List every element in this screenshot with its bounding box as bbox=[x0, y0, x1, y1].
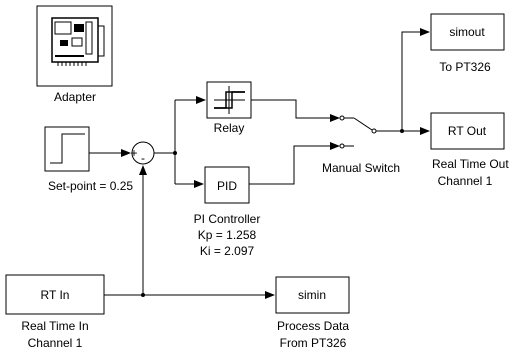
rt-in-label-line-2: Channel 1 bbox=[28, 336, 83, 350]
rt-out-label-line-1: Real Time Out bbox=[432, 157, 509, 171]
rt-out-label-line-2: Channel 1 bbox=[438, 174, 493, 188]
simin-block[interactable]: simin bbox=[275, 276, 350, 314]
pid-block[interactable]: PID bbox=[204, 166, 250, 204]
manual-switch-label: Manual Switch bbox=[322, 161, 400, 175]
sum-block[interactable]: + - bbox=[130, 141, 155, 165]
step-icon bbox=[50, 133, 85, 164]
relay-hysteresis-icon bbox=[214, 86, 245, 114]
rt-in-label-line-1: Real Time In bbox=[21, 319, 88, 333]
pid-label-line-2: Kp = 1.258 bbox=[198, 228, 257, 242]
rt-in-block-text: RT In bbox=[41, 288, 70, 302]
pid-label-line-3: Ki = 2.097 bbox=[200, 244, 255, 258]
manual-switch-block[interactable] bbox=[339, 115, 377, 149]
adapter-card-icon bbox=[51, 17, 105, 66]
rt-out-block-text: RT Out bbox=[448, 124, 487, 138]
pid-label-line-1: PI Controller bbox=[194, 212, 261, 226]
simout-block-text: simout bbox=[449, 25, 485, 39]
simin-label-line-2: From PT326 bbox=[280, 336, 347, 350]
relay-to-switch-line bbox=[251, 99, 340, 122]
adapter-label: Adapter bbox=[54, 90, 96, 104]
simin-label-line-1: Process Data bbox=[277, 319, 349, 333]
switch-to-simout-line bbox=[401, 28, 430, 131]
setpoint-step-block[interactable] bbox=[44, 126, 90, 172]
rt-out-block[interactable]: RT Out bbox=[430, 112, 505, 150]
simin-block-text: simin bbox=[298, 288, 326, 302]
relay-block[interactable] bbox=[206, 81, 252, 119]
pid-block-text: PID bbox=[217, 179, 237, 193]
setpoint-label: Set-point = 0.25 bbox=[48, 179, 133, 193]
sum-plus-sign: + bbox=[130, 146, 137, 160]
branch-junctions bbox=[141, 129, 404, 297]
pid-to-switch-line bbox=[249, 142, 340, 185]
sum-minus-sign: - bbox=[141, 151, 145, 165]
rt-in-block[interactable]: RT In bbox=[5, 274, 105, 315]
simout-block[interactable]: simout bbox=[430, 13, 505, 51]
switch-lever-icon bbox=[353, 117, 373, 131]
relay-label: Relay bbox=[214, 121, 245, 135]
simout-label: To PT326 bbox=[439, 60, 491, 74]
adapter-block[interactable] bbox=[36, 5, 113, 87]
